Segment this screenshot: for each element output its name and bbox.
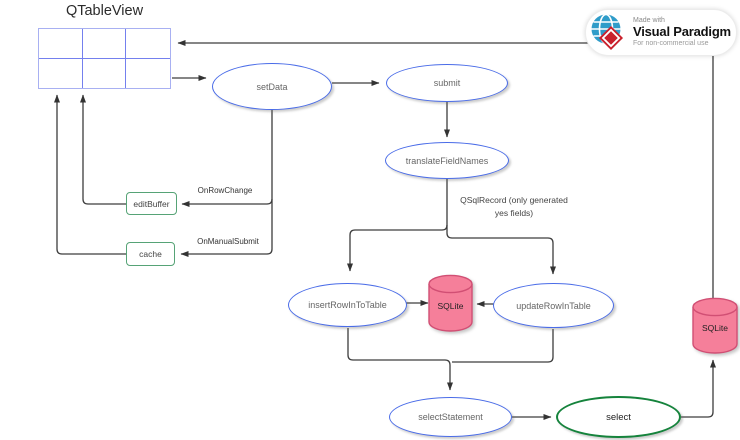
- node-label: insertRowInToTable: [308, 300, 387, 310]
- table-cell: [126, 29, 170, 59]
- page-title: QTableView: [65, 3, 144, 19]
- edge-label-onmanualsubmit: OnManualSubmit: [197, 237, 259, 246]
- node-label: submit: [433, 78, 461, 88]
- node-selectstatement: selectStatement: [389, 397, 512, 437]
- visual-paradigm-logo-icon: [591, 13, 624, 50]
- visual-paradigm-watermark[interactable]: Made with Visual Paradigm For non-commer…: [585, 9, 737, 56]
- table-cell: [126, 59, 170, 89]
- node-label: translateFieldNames: [405, 155, 489, 166]
- edge-label-qsqlrecord: QSqlRecord (only generated yes fields): [448, 194, 580, 220]
- node-setdata: setData: [212, 63, 332, 110]
- node-translatefieldnames: translateFieldNames: [385, 142, 509, 179]
- node-label: select: [606, 411, 631, 423]
- node-label: editBuffer: [133, 198, 170, 209]
- qtableview-grid: [38, 28, 171, 89]
- node-label: SQLite: [437, 300, 464, 311]
- node-updaterowintable: updateRowInTable: [493, 283, 614, 328]
- table-cell: [39, 29, 83, 59]
- node-cache: cache: [126, 242, 175, 266]
- node-select: select: [556, 396, 681, 438]
- table-cell: [83, 58, 127, 88]
- node-label: cache: [139, 249, 162, 259]
- node-label: SQLite: [702, 323, 728, 334]
- database-cylinder-icon: [692, 297, 738, 354]
- table-cell: [39, 58, 83, 88]
- node-sqlite-right: SQLite: [692, 297, 738, 354]
- watermark-license: For non-commercial use: [633, 39, 709, 47]
- node-label: updateRowInTable: [516, 300, 591, 311]
- edge-label-onrowchange: OnRowChange: [197, 186, 253, 195]
- node-submit: submit: [386, 64, 508, 102]
- node-label: selectStatement: [418, 412, 483, 422]
- watermark-made-with: Made with: [633, 16, 665, 24]
- edge-label-line1: QSqlRecord (only generated: [460, 195, 568, 205]
- table-cell: [82, 29, 127, 59]
- node-sqlite-center: SQLite: [428, 274, 473, 332]
- node-editbuffer: editBuffer: [126, 192, 177, 215]
- node-label: setData: [256, 81, 288, 92]
- node-insertrowintotable: insertRowInToTable: [288, 283, 407, 327]
- database-cylinder-icon: [428, 274, 473, 332]
- watermark-brand: Visual Paradigm: [633, 24, 731, 40]
- edge-label-line2: yes fields): [494, 207, 534, 218]
